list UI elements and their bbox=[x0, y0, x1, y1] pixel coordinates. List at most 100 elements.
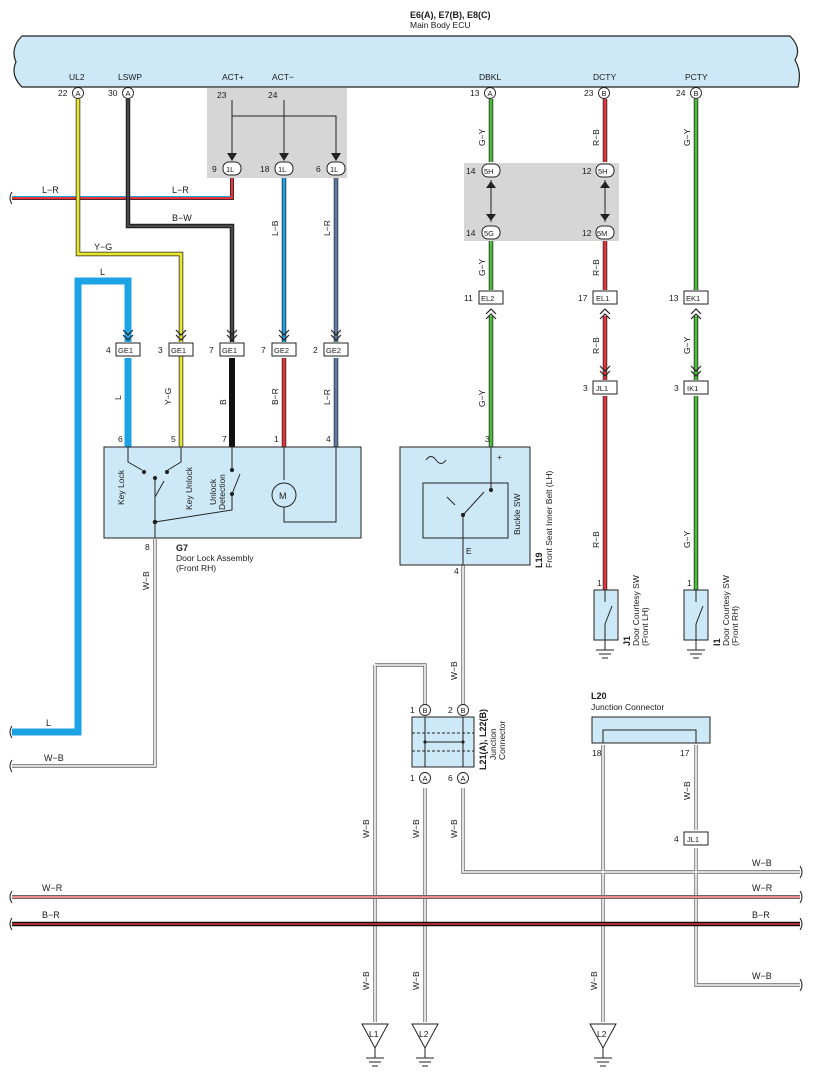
ecu-conn-a: A bbox=[76, 89, 81, 98]
ecu-pin-13: 13 bbox=[470, 88, 480, 98]
wire-label-b-r: B−R bbox=[270, 388, 280, 405]
l21-top-conn: B bbox=[461, 706, 466, 715]
wire-label-l-r-2: L−R bbox=[172, 185, 189, 195]
wire-label-r-b-3: R−B bbox=[591, 337, 601, 354]
connector-5g-label: 5G bbox=[484, 229, 494, 238]
unlock-detection-label-1: Unlock bbox=[208, 478, 218, 505]
wire-label-w-b-2: W−B bbox=[141, 571, 151, 590]
courtesy-lh-pin: 1 bbox=[597, 578, 602, 588]
wire-label-w-b-5: W−B bbox=[411, 819, 421, 838]
ecu-terminal-lswp: LSWP bbox=[118, 72, 142, 82]
ecu-terminal-dbkl: DBKL bbox=[479, 72, 501, 82]
connector-ge-pin: 2 bbox=[313, 345, 318, 355]
ecu-title: E6(A), E7(B), E8(C) bbox=[410, 10, 491, 20]
wire-label-w-b-6: W−B bbox=[449, 819, 459, 838]
connector-ge-pin: 4 bbox=[106, 345, 111, 355]
belt-id: L19 bbox=[534, 552, 544, 568]
wire-label-w-b-1: W−B bbox=[44, 753, 64, 763]
wire-label-y-g-2: Y−G bbox=[163, 388, 173, 405]
jl1-lower-label: JL1 bbox=[687, 835, 699, 844]
wire-label-w-b-8: W−B bbox=[411, 971, 421, 990]
jl1-lower-pin: 4 bbox=[674, 834, 679, 844]
belt-pin-4: 4 bbox=[454, 566, 459, 576]
ecu-conn-b: B bbox=[602, 89, 607, 98]
l21-bottom-conn: A bbox=[461, 774, 466, 783]
courtesy-rh-pin: 1 bbox=[687, 578, 692, 588]
l21-name-2: Connector bbox=[497, 721, 507, 760]
door-lock-name: Door Lock Assembly bbox=[176, 553, 254, 563]
l20-name: Junction Connector bbox=[591, 702, 664, 712]
l21-bottom-pin-1: 1 bbox=[410, 773, 415, 783]
wire-label-g-y-3: G−Y bbox=[477, 389, 487, 407]
ecu-terminal-act-minus: ACT− bbox=[272, 72, 294, 82]
l21-id: L21(A), L22(B) bbox=[478, 709, 488, 770]
ecu-pin-23-act: 23 bbox=[217, 90, 227, 100]
connector-jl1-label: JL1 bbox=[596, 384, 608, 393]
ecu-terminal-act-plus: ACT+ bbox=[222, 72, 244, 82]
connector-jl1-lower: JL1 4 bbox=[674, 831, 709, 846]
wire-label-w-r-2: W−R bbox=[752, 883, 773, 893]
l21-bottom-pin-6: 6 bbox=[448, 773, 453, 783]
connector-ge-label: GE1 bbox=[118, 346, 133, 355]
connector-ge-label: GE1 bbox=[171, 346, 186, 355]
connector-ge-pin: 3 bbox=[158, 345, 163, 355]
door-courtesy-lh: 1 J1 Door Courtesy SW (Front LH) bbox=[593, 575, 650, 659]
wire-label-w-b-11: W−B bbox=[752, 858, 772, 868]
l21-top-conn: B bbox=[423, 706, 428, 715]
wire-label-g-y: G−Y bbox=[477, 128, 487, 146]
courtesy-lh-name: Door Courtesy SW bbox=[631, 575, 641, 646]
wire-label-l-2: L bbox=[113, 395, 123, 400]
l21-top-pin-2: 2 bbox=[448, 705, 453, 715]
seat-belt-switch: 3 4 + E Buckle SW L19 Front Seat Inner B… bbox=[399, 434, 554, 576]
l20-id: L20 bbox=[591, 691, 607, 701]
e-chevrons bbox=[485, 308, 702, 377]
ge-chevrons bbox=[122, 329, 342, 341]
connector-el1-pin: 17 bbox=[578, 293, 588, 303]
l20-pin-18: 18 bbox=[592, 748, 602, 758]
belt-plus-label: + bbox=[497, 452, 502, 462]
ground-l2-label: L2 bbox=[419, 1029, 429, 1039]
ecu-conn-a: A bbox=[488, 89, 493, 98]
lock-switches bbox=[127, 447, 337, 538]
wire-label-l: L bbox=[100, 267, 105, 277]
lock-pin-7: 7 bbox=[222, 434, 227, 444]
wire-label-w-b-4: W−B bbox=[361, 819, 371, 838]
wire-y-g bbox=[75, 99, 184, 447]
wire-label-r-b-4: R−B bbox=[591, 531, 601, 548]
wire-label-w-r: W−R bbox=[42, 883, 63, 893]
wire-label-l-3: L bbox=[46, 718, 51, 728]
connector-1l-pin: 9 bbox=[212, 164, 217, 174]
connector-5h-label: 5H bbox=[598, 167, 608, 176]
wire-label-w-b-7: W−B bbox=[361, 971, 371, 990]
wire-label-l-b: L−B bbox=[270, 220, 280, 236]
lock-pin-8: 8 bbox=[145, 542, 150, 552]
wire-label-l-r-4: L−R bbox=[322, 389, 332, 405]
ground-l1-label: L1 bbox=[369, 1029, 379, 1039]
junction-1l-arrows bbox=[227, 153, 610, 221]
door-lock-assembly: 6 5 7 1 4 8 G7 Door Lock Assembly (Front… bbox=[103, 434, 362, 573]
door-lock-id: G7 bbox=[176, 543, 188, 553]
motor-icon: M bbox=[279, 491, 287, 501]
connector-1l-pin: 6 bbox=[316, 164, 321, 174]
lock-pin-5: 5 bbox=[171, 434, 176, 444]
ecu-pin-30: 30 bbox=[108, 88, 118, 98]
ecu-terminal-dcty: DCTY bbox=[593, 72, 616, 82]
wire-l-thick bbox=[12, 277, 132, 736]
connector-1l-label: 1L bbox=[330, 165, 338, 174]
wire-label-w-b-3: W−B bbox=[449, 661, 459, 680]
wire-label-g-y-6: G−Y bbox=[682, 530, 692, 548]
ecu-terminal-ul2: UL2 bbox=[69, 72, 85, 82]
wire-b-w bbox=[125, 99, 235, 342]
connector-ge-pin: 7 bbox=[261, 345, 266, 355]
lock-pin-4: 4 bbox=[326, 434, 331, 444]
wire-label-g-y-2: G−Y bbox=[477, 258, 487, 276]
connector-5h-group: 5H 14 5H 12 5G 14 5M 12 bbox=[466, 163, 615, 240]
ecu-conn-a: A bbox=[126, 89, 131, 98]
connector-5h-label: 5H bbox=[484, 167, 494, 176]
ground-points: L1 L2 L2 bbox=[361, 1023, 617, 1067]
connector-ge-label: GE1 bbox=[222, 346, 237, 355]
ecu-subtitle: Main Body ECU bbox=[410, 20, 470, 30]
